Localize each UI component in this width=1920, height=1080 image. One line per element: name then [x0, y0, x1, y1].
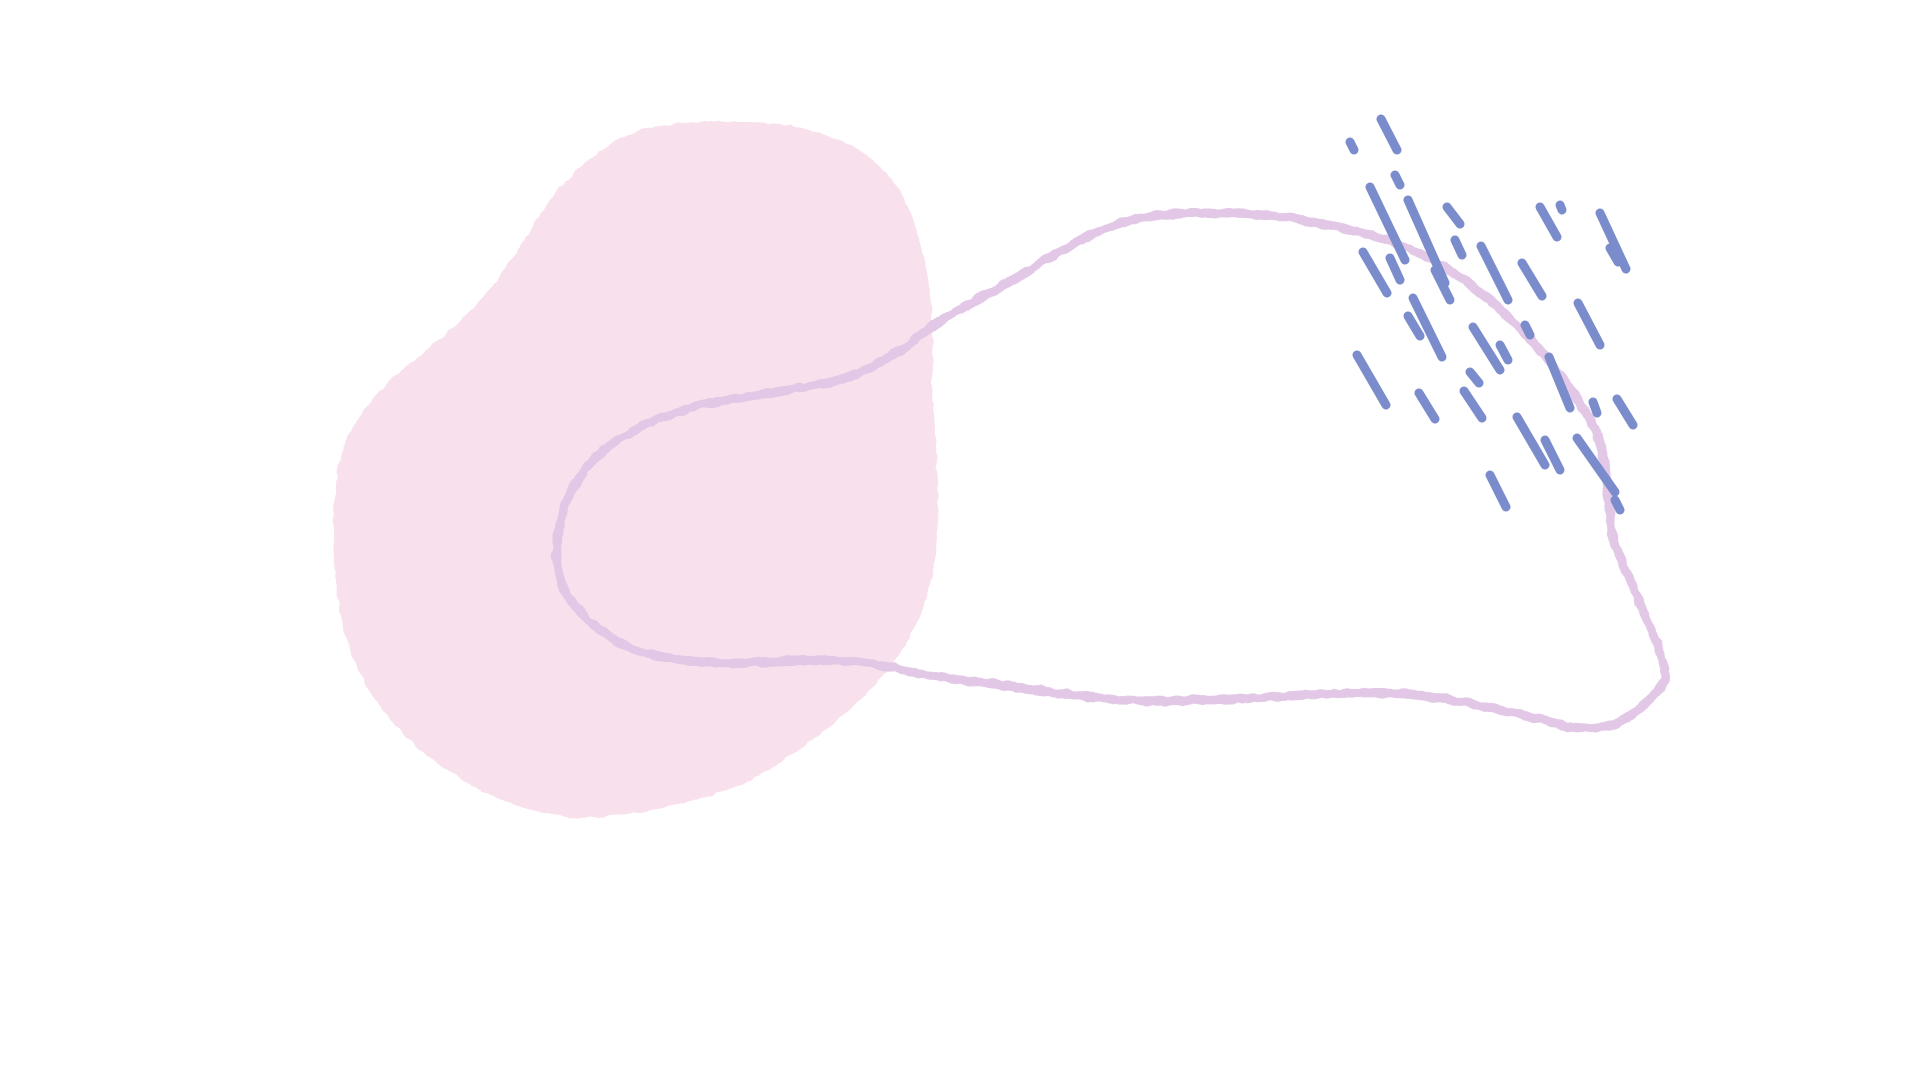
blue-dash-mark	[1476, 241, 1513, 305]
blue-dash-mark	[1573, 298, 1605, 350]
blue-dash-mark	[1358, 247, 1392, 298]
blue-dash-mark	[1612, 394, 1638, 430]
blue-dash-mark	[1345, 137, 1359, 155]
blue-dash-mark	[1376, 114, 1402, 155]
pink-blob-shape	[333, 121, 939, 818]
blue-dash-mark	[1540, 435, 1565, 475]
blue-dash-mark	[1442, 202, 1465, 229]
blue-dash-mark	[1512, 412, 1550, 470]
blue-dash-mark	[1414, 388, 1440, 424]
blue-dash-mark	[1517, 258, 1547, 301]
blue-dash-mark	[1605, 243, 1623, 267]
lavender-loop-outline	[551, 208, 1671, 733]
blue-dash-mark	[1408, 293, 1447, 362]
blue-dash-mark	[1450, 235, 1467, 260]
blue-dash-mark	[1495, 340, 1513, 365]
blue-dash-mark	[1572, 433, 1620, 497]
blue-dash-mark	[1465, 367, 1484, 388]
blue-dash-cluster	[1345, 114, 1638, 515]
blue-dash-mark	[1365, 182, 1410, 265]
blue-dash-mark	[1430, 265, 1455, 305]
blue-dash-mark	[1535, 202, 1562, 242]
blue-dash-mark	[1468, 322, 1505, 375]
blue-dash-mark	[1610, 495, 1625, 515]
blue-dash-mark	[1544, 352, 1575, 413]
blue-dash-mark	[1403, 311, 1425, 341]
blue-dash-mark	[1385, 253, 1405, 285]
blue-dash-mark	[1390, 170, 1405, 190]
blue-dash-mark	[1459, 386, 1487, 423]
blue-dash-mark	[1588, 397, 1602, 418]
blue-dash-mark	[1520, 320, 1535, 340]
blue-dash-mark	[1555, 200, 1567, 215]
blue-dash-mark	[1485, 470, 1511, 512]
blue-dash-mark	[1352, 350, 1391, 410]
